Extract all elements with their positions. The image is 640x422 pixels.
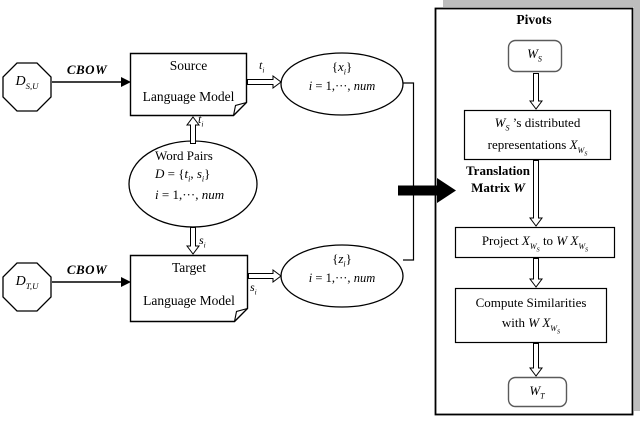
wt-label: WT <box>529 383 545 401</box>
panel-shadow-top <box>443 0 640 7</box>
pivots-title: Pivots <box>516 12 552 27</box>
compute-box-line1: Compute Similarities <box>475 295 587 310</box>
source-corpus-label: DS,U <box>15 74 39 91</box>
cbow-bottom-arrow-head <box>121 277 131 287</box>
target-lm-line1: Target <box>171 260 207 275</box>
x-set-range: i = 1,···, num <box>308 79 376 93</box>
word-pairs-formula: D = {ti, si} <box>155 166 211 184</box>
target-language-model-box <box>129 254 249 323</box>
target-corpus-label: DT,U <box>15 274 39 291</box>
word-pairs-title: Word Pairs <box>155 148 213 163</box>
wt-rounded-box <box>507 376 568 408</box>
dist-box-line2: representations XWS <box>487 137 588 158</box>
wordpairs-to-source-arrow <box>186 116 200 144</box>
cbow-top-arrow-head <box>121 77 131 87</box>
z-set-label: {zi} <box>332 251 352 269</box>
source-to-xset-arrow <box>247 75 282 89</box>
distributed-representations-box <box>463 109 612 161</box>
target-to-zset-arrow <box>248 269 282 283</box>
compute-box-line2: with W XWS <box>501 315 561 336</box>
x-set-label: {xi} <box>331 59 353 77</box>
cbow-bottom-label: CBOW <box>66 262 108 277</box>
project-to-compute-arrow <box>529 258 543 288</box>
t-i-horizontal-label: ti <box>259 58 265 75</box>
source-corpus-octagon <box>2 62 52 112</box>
compute-to-wt-arrow <box>529 343 543 377</box>
target-corpus-octagon <box>2 262 52 312</box>
source-lm-line1: Source <box>169 58 208 73</box>
source-lm-line2: Language Model <box>142 89 235 104</box>
s-i-vertical-label: si <box>199 233 206 250</box>
panel-shadow-right <box>634 0 640 411</box>
target-lm-line2: Language Model <box>143 293 235 308</box>
source-box-fold-corner <box>232 101 247 116</box>
ws-rounded-box <box>507 39 563 73</box>
z-set-range: i = 1,···, num <box>308 271 376 285</box>
dist-to-project-arrow <box>529 160 543 227</box>
translation-matrix-line2: Matrix W <box>471 180 525 195</box>
project-box <box>454 226 616 259</box>
project-box-label: Project XWS to W XWS <box>481 233 589 254</box>
source-language-model-box <box>129 52 248 117</box>
set-merge-connector <box>403 82 415 261</box>
dist-box-line1: WS ’s distributed <box>494 115 581 133</box>
word-pairs-range: i = 1,···, num <box>155 187 225 202</box>
s-i-horizontal-label: si <box>250 280 257 297</box>
compute-similarities-box <box>454 287 608 344</box>
translation-matrix-line1: Translation <box>465 163 531 178</box>
x-set-ellipse <box>280 52 404 116</box>
cbow-top-label: CBOW <box>66 62 108 77</box>
wordpairs-to-target-arrow <box>186 227 200 255</box>
ws-to-dist-arrow <box>529 73 543 110</box>
t-i-vertical-label: ti <box>198 112 204 129</box>
ws-label: WS <box>527 46 542 64</box>
translation-matrix-arrow <box>398 178 456 203</box>
target-box-fold-corner <box>233 307 248 322</box>
